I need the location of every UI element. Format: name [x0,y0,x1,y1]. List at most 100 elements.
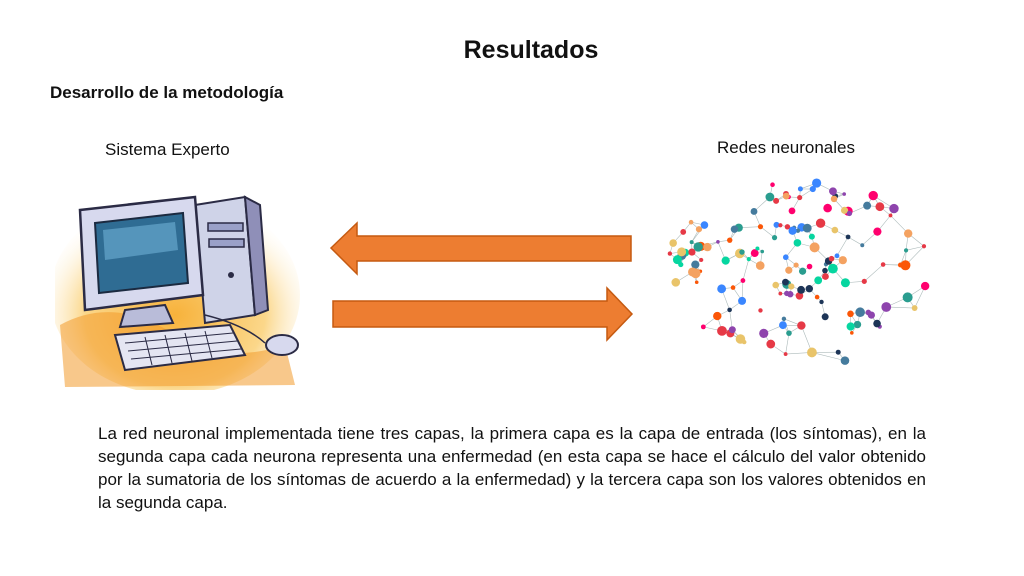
network-node [688,219,694,225]
network-node [738,296,747,305]
network-node [793,239,802,247]
network-node [888,213,893,218]
network-edge [836,236,849,256]
network-node [860,243,865,248]
network-node [855,307,865,318]
network-node [771,235,778,241]
network-node [900,260,911,271]
network-node [757,224,764,230]
network-node [814,276,823,285]
network-node [806,263,813,270]
network-node [717,284,727,294]
network-node [850,331,854,335]
network-node [834,253,840,259]
network-edge [760,226,775,238]
network-node [765,192,775,202]
network-node [735,334,746,344]
expert-system-label: Sistema Experto [105,140,230,159]
network-node [727,237,733,243]
network-node [786,330,792,336]
network-node [788,226,797,235]
network-node [840,356,850,365]
network-node [828,255,835,262]
network-node [822,273,829,280]
network-node [788,283,795,290]
network-node [821,313,829,321]
network-node [808,233,815,240]
network-node [805,285,814,293]
network-node [902,292,913,303]
network-node [779,321,787,330]
network-node [693,242,703,252]
network-node [812,178,822,188]
network-node [778,291,783,296]
arrow-left-icon [329,221,632,276]
network-node [730,285,736,290]
network-node [873,227,882,236]
network-node [688,248,696,256]
slide-subtitle: Desarrollo de la metodología [50,83,284,102]
network-edge [742,259,750,281]
network-edge [905,245,925,251]
network-node [835,349,841,355]
network-node [889,203,899,214]
network-node [819,299,824,305]
network-node [873,319,881,328]
network-node [865,309,872,316]
network-node [797,321,806,330]
network-node [721,256,730,265]
network-node [773,197,780,204]
network-node [772,281,780,289]
network-node [691,260,700,269]
network-node [782,192,790,200]
network-node [840,278,850,288]
network-node [689,240,694,245]
network-node [730,225,739,233]
network-node [758,308,763,313]
network-node [921,244,927,249]
network-node [795,291,804,300]
network-node [727,307,732,313]
network-node [903,229,913,238]
network-node [695,226,703,233]
network-node [699,257,704,263]
network-node [897,262,903,268]
network-node [797,186,803,192]
network-edge [811,352,846,361]
network-node [782,278,789,286]
network-node [766,339,776,349]
network-node [750,208,758,215]
network-node [677,247,687,257]
bidirectional-arrows [329,221,634,342]
network-node [868,190,878,201]
network-node [827,263,838,274]
network-node [784,224,791,230]
network-node [829,187,837,196]
network-node [717,325,727,336]
network-node [740,278,746,283]
network-node [785,266,793,274]
network-node [840,206,849,214]
network-node [853,320,862,329]
network-node [861,278,867,284]
network-node [831,226,839,234]
network-node [694,280,699,285]
network-edge [890,215,909,234]
network-edge [847,236,863,246]
network-node [778,223,783,228]
network-node [842,192,846,196]
network-node [770,182,775,188]
network-node [703,242,712,252]
computer-illustration [55,195,300,390]
network-node [793,262,799,268]
network-node [755,261,765,270]
network-node [700,324,706,330]
network-node [782,254,789,261]
network-node [814,294,820,300]
network-node [671,278,681,287]
network-node [846,322,855,331]
description-paragraph: La red neuronal implementada tiene tres … [98,424,926,512]
arrow-right-icon [332,286,634,342]
network-edge [864,264,884,282]
network-node [807,347,817,358]
